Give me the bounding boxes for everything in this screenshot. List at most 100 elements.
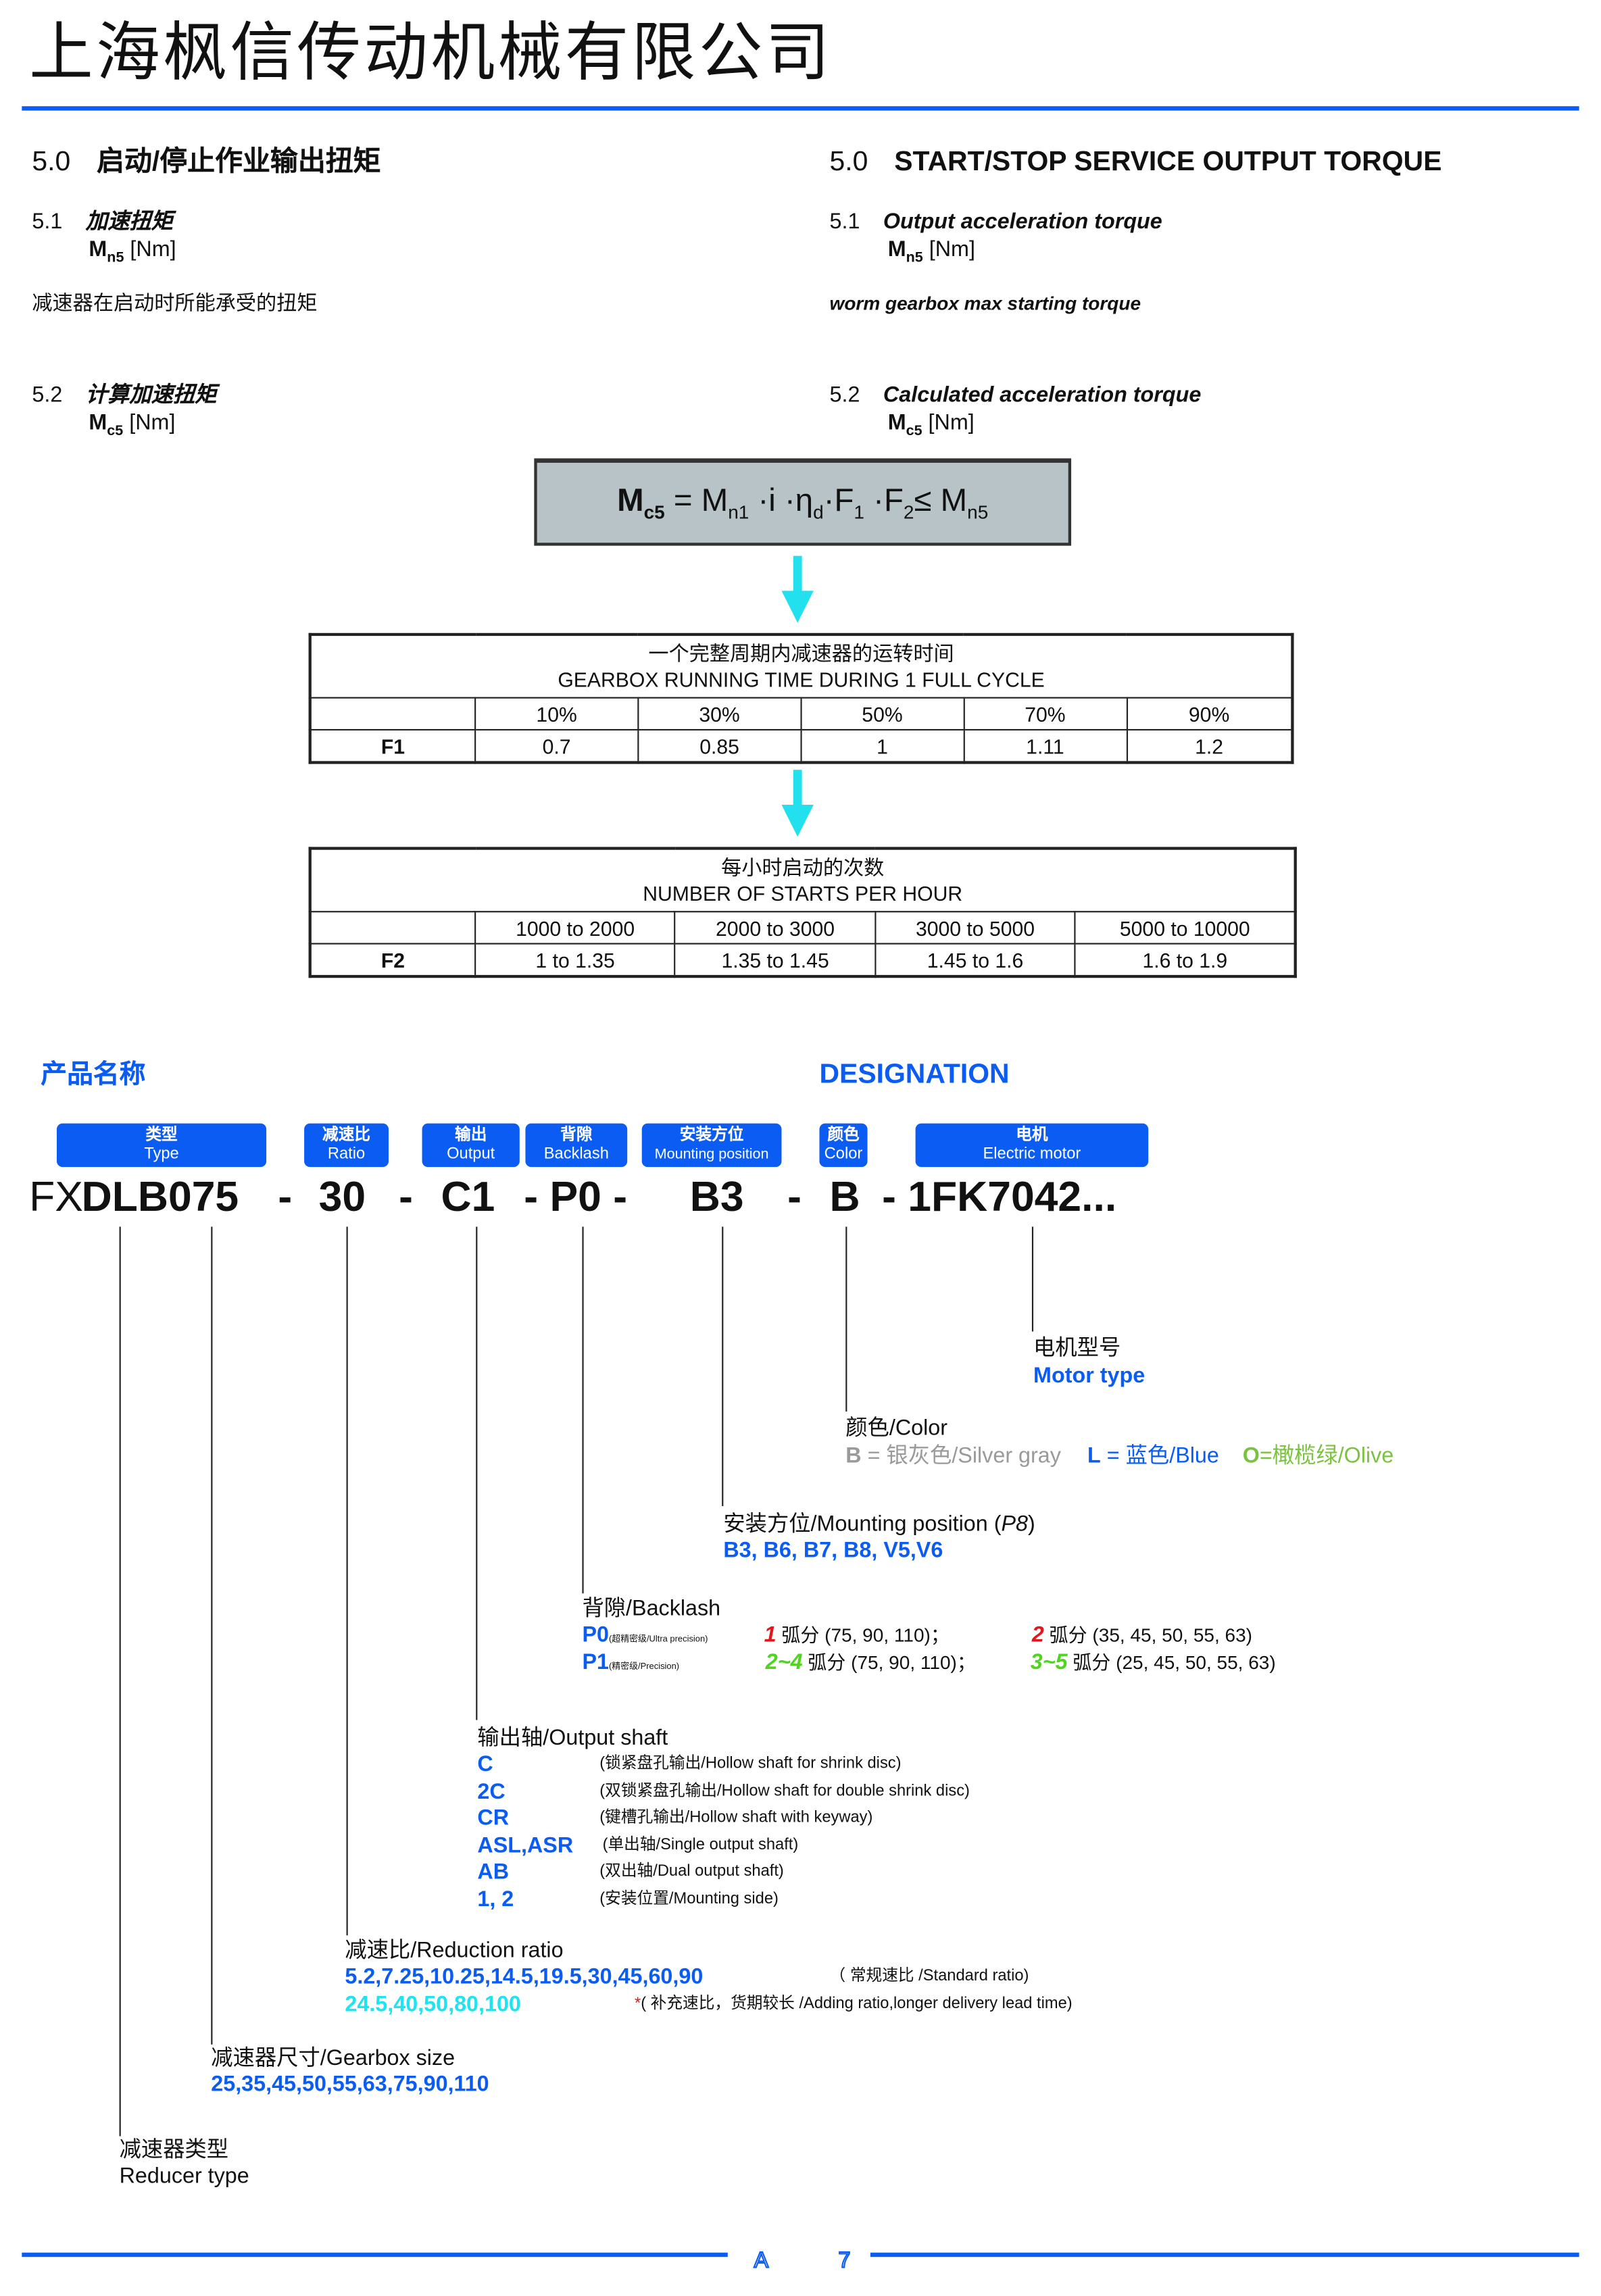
formula-part: = M — [664, 482, 729, 519]
subsection-title: Output acceleration torque — [883, 209, 1162, 234]
shaft-code: CR — [477, 1805, 510, 1831]
tag-cn: 电机 — [1016, 1126, 1048, 1144]
header-cell: 90% — [1125, 697, 1294, 731]
code-dash: - — [278, 1174, 293, 1221]
color-code-olive: O — [1242, 1443, 1260, 1468]
subsection-title: Calculated acceleration torque — [883, 382, 1202, 408]
symbol-sub: c5 — [107, 423, 124, 440]
company-title: 上海枫信传动机械有限公司 — [29, 16, 833, 91]
header-cell: 5000 to 10000 — [1074, 911, 1296, 945]
value-cell: 1.11 — [962, 728, 1127, 764]
size-label: 减速器尺寸/Gearbox size — [211, 2045, 455, 2071]
section-title: START/STOP SERVICE OUTPUT TORQUE — [894, 147, 1442, 178]
arcmin-code: 2 — [1031, 1622, 1044, 1647]
tag-cn: 颜色 — [827, 1126, 860, 1144]
row-label: F1 — [309, 728, 476, 764]
formula: Mc5 = Mn1 ·i ·ηd·F1 ·F2≤ Mn5 — [617, 482, 988, 523]
section-number: 5.0 — [32, 147, 71, 178]
subsection-number: 5.2 — [32, 382, 63, 408]
backlash-p0-note: (超精密级/Ultra precision) — [608, 1635, 708, 1645]
header-cell: 10% — [474, 697, 639, 731]
mounting-label-text: 安装方位/Mounting position ( — [723, 1512, 1002, 1537]
tag-cn: 减速比 — [322, 1126, 371, 1144]
backlash-p0-size2: 2 弧分 (35, 45, 50, 55, 63) — [1032, 1624, 1252, 1645]
symbol: M — [89, 237, 107, 262]
designation-title-en: DESIGNATION — [819, 1059, 1010, 1091]
color-options: B = 银灰色/Silver gray L = 蓝色/Blue O=橄榄绿/Ol… — [845, 1445, 1394, 1467]
tag-mounting-position: 安装方位 Mounting position — [641, 1123, 782, 1168]
header-cell: 3000 to 5000 — [874, 911, 1077, 945]
page-number: 7 — [837, 2248, 851, 2273]
backlash-p1-size2: 3~5 弧分 (25, 45, 50, 55, 63) — [1031, 1651, 1276, 1673]
ratio-label: 减速比/Reduction ratio — [345, 1938, 564, 1964]
f1-title-cn: 一个完整周期内减速器的运转时间 — [648, 641, 954, 666]
subsection-number: 5.1 — [32, 209, 63, 234]
shaft-desc: (键槽孔输出/Hollow shaft with keyway) — [599, 1808, 873, 1826]
unit: [Nm] — [129, 410, 176, 435]
symbol: M — [89, 410, 107, 435]
formula-part: ·F — [823, 482, 854, 519]
backlash-label: 背隙/Backlash — [582, 1596, 721, 1622]
formula-part: ·F — [864, 482, 904, 519]
subsection-number: 5.1 — [829, 209, 860, 234]
mc5-unit-en: Mc5 [Nm] — [888, 411, 975, 439]
shaft-desc: (双出轴/Dual output shaft) — [599, 1862, 784, 1880]
leader-line — [119, 1226, 121, 2137]
color-code-silver: B — [845, 1443, 862, 1468]
code-ratio: 30 — [318, 1174, 366, 1221]
value-cell: 0.85 — [637, 728, 802, 764]
tag-en: Type — [144, 1145, 179, 1163]
footer-divider-left — [22, 2252, 728, 2257]
f1-title-en: GEARBOX RUNNING TIME DURING 1 FULL CYCLE — [558, 668, 1045, 691]
code-type: DLB075 — [81, 1174, 239, 1221]
tag-en: Mounting position — [654, 1147, 769, 1163]
header-cell: 70% — [962, 697, 1127, 731]
arcmin-text: 弧分 (75, 90, 110)； — [776, 1624, 950, 1646]
symbol: M — [887, 237, 906, 262]
leader-line — [1031, 1226, 1034, 1332]
leader-line — [211, 1226, 213, 2045]
formula-sub: 2 — [903, 501, 914, 524]
shaft-code: ASL,ASR — [477, 1833, 574, 1859]
f2-title-en: NUMBER OF STARTS PER HOUR — [643, 882, 963, 905]
section-title: 启动/停止作业输出扭矩 — [97, 147, 381, 178]
subsection-title: 计算加速扭矩 — [85, 382, 217, 408]
subsection-5-2-cn: 5.2 计算加速扭矩 — [32, 384, 216, 406]
value-cell: 1 — [799, 728, 965, 764]
mc5-unit-cn: Mc5 [Nm] — [89, 411, 175, 439]
unit: [Nm] — [929, 237, 975, 262]
mn5-unit-cn: Mn5 [Nm] — [89, 239, 176, 266]
tag-cn: 安装方位 — [679, 1126, 744, 1144]
designation-title-cn: 产品名称 — [41, 1059, 146, 1089]
ratio-extra: 24.5,40,50,80,100 — [345, 1992, 521, 2017]
color-silver-text: = 银灰色/Silver gray — [861, 1443, 1061, 1468]
arcmin-text: 弧分 (75, 90, 110)； — [802, 1651, 976, 1674]
backlash-p0-code: P0 — [582, 1622, 609, 1647]
backlash-p1-note: (精密级/Precision) — [608, 1663, 680, 1672]
footer-section-letter: A — [753, 2248, 769, 2273]
subsection-5-1-en: 5.1 Output acceleration torque — [830, 211, 1162, 232]
formula-lhs-sub: c5 — [643, 501, 665, 524]
arcmin-text: 弧分 (25, 45, 50, 55, 63) — [1067, 1651, 1276, 1674]
formula-lhs: M — [617, 482, 644, 519]
output-shaft-label: 输出轴/Output shaft — [477, 1726, 668, 1751]
unit: [Nm] — [928, 410, 975, 435]
header-cell: 50% — [799, 697, 965, 731]
size-values: 25,35,45,50,55,63,75,90,110 — [211, 2072, 489, 2097]
header-cell: 30% — [637, 697, 802, 731]
code-dash: - — [399, 1174, 413, 1221]
code-dash: - — [787, 1174, 802, 1221]
shaft-desc: (双锁紧盘孔输出/Hollow shaft for double shrink … — [599, 1782, 970, 1801]
tag-en: Backlash — [543, 1145, 609, 1163]
color-label: 颜色/Color — [845, 1416, 948, 1441]
shaft-desc: (单出轴/Single output shaft) — [602, 1836, 799, 1854]
formula-sub: n1 — [728, 501, 749, 524]
code-color: B — [829, 1174, 860, 1221]
